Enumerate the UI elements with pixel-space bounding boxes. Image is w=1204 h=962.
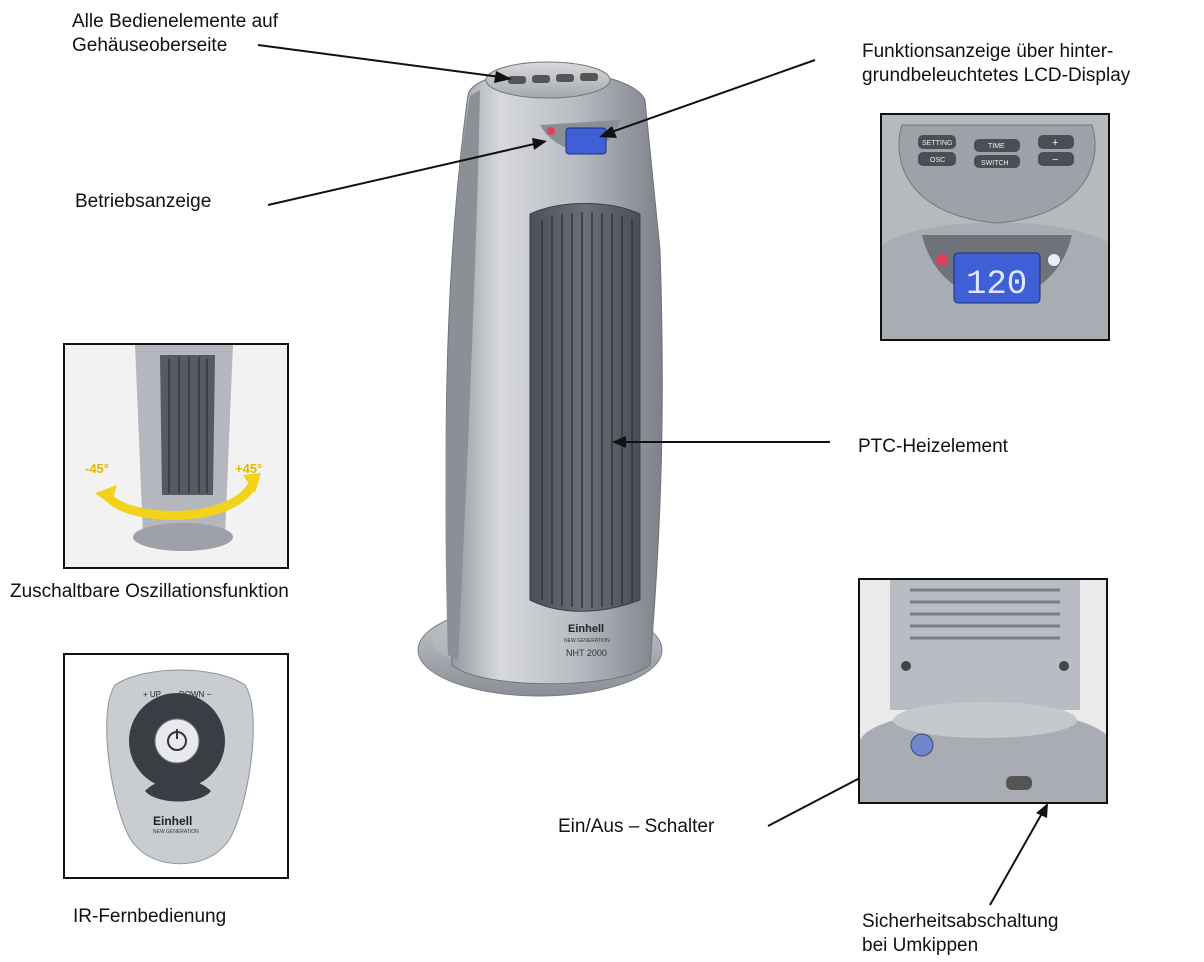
oscillation-arrow (103, 480, 258, 520)
label-top-controls: Alle Bedienelemente auf Gehäuseoberseite (72, 10, 278, 58)
btn-setting-label: SETTING (922, 140, 952, 147)
ptc-grille (529, 203, 641, 612)
label-indicator: Betriebsanzeige (75, 191, 212, 212)
arrowhead-lcd (599, 126, 617, 138)
label-ptc: PTC-Heizelement (858, 436, 1008, 457)
label-safety-line1: Sicherheitsabschaltung (862, 911, 1059, 932)
remote-subbrand: NEW GENERATION (153, 829, 199, 835)
main-subbrand: NEW GENERATION (564, 638, 610, 644)
label-safety-line2: bei Umkippen (862, 935, 979, 956)
label-lcd-display: Funktionsanzeige über hinter- grundbeleu… (862, 40, 1130, 88)
label-switch: Ein/Aus – Schalter (558, 816, 715, 837)
inset-led-white (1048, 254, 1060, 266)
leader-lcd (602, 59, 816, 136)
label-lcd-line2: grundbeleuchtetes LCD-Display (862, 65, 1131, 86)
leader-top-controls (257, 44, 509, 79)
angle-left: -45° (85, 461, 109, 476)
btn-switch-label: SWITCH (981, 160, 1009, 167)
arrowhead-ptc (612, 436, 626, 448)
inset-remote-svg: + UP DOWN − Einhell NEW GENERATION (106, 669, 254, 865)
inset-oscillation-svg: -45° +45° (85, 345, 262, 551)
inset-lcd-value: 120 (966, 266, 1027, 304)
btn-minus-label: − (1052, 154, 1058, 166)
leader-safety (989, 807, 1046, 906)
inset-lcd (953, 252, 1041, 304)
leader-indicator (267, 141, 544, 206)
inset-control-panel: SETTING OSC TIME SWITCH + − 120 (880, 113, 1110, 341)
btn-osc-label: OSC (930, 157, 945, 164)
label-oscillation: Zuschaltbare Oszillationsfunktion (10, 581, 289, 602)
label-remote: IR-Fernbedienung (73, 906, 227, 927)
tip-over-sensor (1006, 776, 1032, 790)
label-lcd-line1: Funktionsanzeige über hinter- (862, 41, 1114, 62)
label-top-controls-line1: Alle Bedienelemente auf (72, 11, 278, 32)
oscillation-arrowhead-right (243, 473, 261, 493)
inset-remote: + UP DOWN − Einhell NEW GENERATION (63, 653, 289, 879)
lcd-display-main (565, 127, 607, 155)
inset-led-red (936, 254, 948, 266)
label-safety: Sicherheitsabschaltung bei Umkippen (862, 910, 1058, 958)
label-top-controls-line2: Gehäuseoberseite (72, 35, 228, 56)
inset-base (858, 578, 1108, 804)
remote-down-label: DOWN − (179, 690, 212, 699)
btn-time-label: TIME (988, 143, 1005, 150)
arrowhead-safety (1036, 803, 1048, 818)
inset-base-svg (860, 580, 1106, 802)
main-brand: Einhell (568, 623, 604, 635)
operation-led (547, 127, 555, 135)
remote-brand: Einhell (153, 814, 192, 828)
btn-plus-label: + (1052, 137, 1058, 149)
inset-oscillation: -45° +45° (63, 343, 289, 569)
angle-right: +45° (235, 461, 262, 476)
arrowhead-top-controls (494, 71, 512, 83)
power-switch (910, 733, 934, 757)
oscillation-arrowhead-left (95, 485, 117, 505)
arrowhead-indicator (532, 138, 547, 150)
inset-control-panel-svg: SETTING OSC TIME SWITCH + − 120 (882, 115, 1108, 339)
main-model: NHT 2000 (566, 648, 607, 658)
remote-up-label: + UP (143, 690, 161, 699)
